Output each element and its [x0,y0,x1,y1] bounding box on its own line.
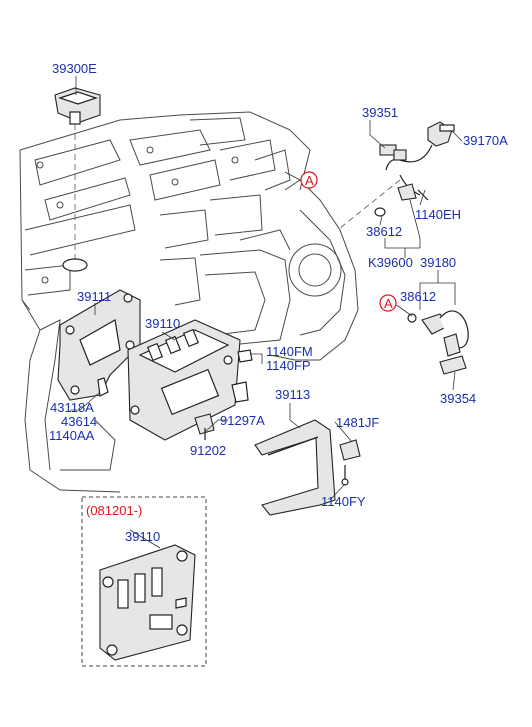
connection-marker-a-upper: A [300,171,318,189]
callout-39170a: 39170A [463,133,508,148]
callout-38612-lower: 38612 [400,289,436,304]
callout-39180: 39180 [420,255,456,270]
callout-k39600: K39600 [368,255,413,270]
marker-a-upper-label: A [305,173,314,188]
callout-081201: (081201-) [86,503,142,518]
ecu-39110 [127,319,253,441]
callout-39110: 39110 [145,316,180,331]
marker-a-lower-label: A [384,296,393,311]
sensor-39300e [54,87,101,272]
clips-91202-91297a [194,413,215,440]
bracket-39113 [254,419,361,516]
callout-39111: 39111 [77,289,111,304]
connection-marker-a-lower: A [379,294,397,312]
ecu-39110-variant [99,544,196,661]
bracket-39111 [57,289,141,401]
engine-block-drawing [19,111,359,493]
callout-1140fm: 1140FM [266,344,313,359]
callout-91297a: 91297A [220,413,265,428]
callout-1140fy: 1140FY [321,494,366,509]
callout-38612-upper: 38612 [366,224,402,239]
callout-1140aa: 1140AA [49,428,95,443]
callout-1481jf: 1481JF [336,415,379,430]
callout-39110-variant: 39110 [125,529,160,544]
leader-lines [70,76,463,549]
callout-39300e: 39300E [52,61,97,76]
callout-39351: 39351 [362,105,398,120]
callout-43118a: 43118A [50,400,94,415]
callout-1140fp: 1140FP [266,358,311,373]
callout-1140eh: 1140EH [415,207,461,222]
callout-91202: 91202 [190,443,226,458]
callout-39354: 39354 [440,391,476,406]
sensor-39180 [407,310,469,375]
callout-39113: 39113 [275,387,310,402]
callout-43614: 43614 [61,414,97,429]
